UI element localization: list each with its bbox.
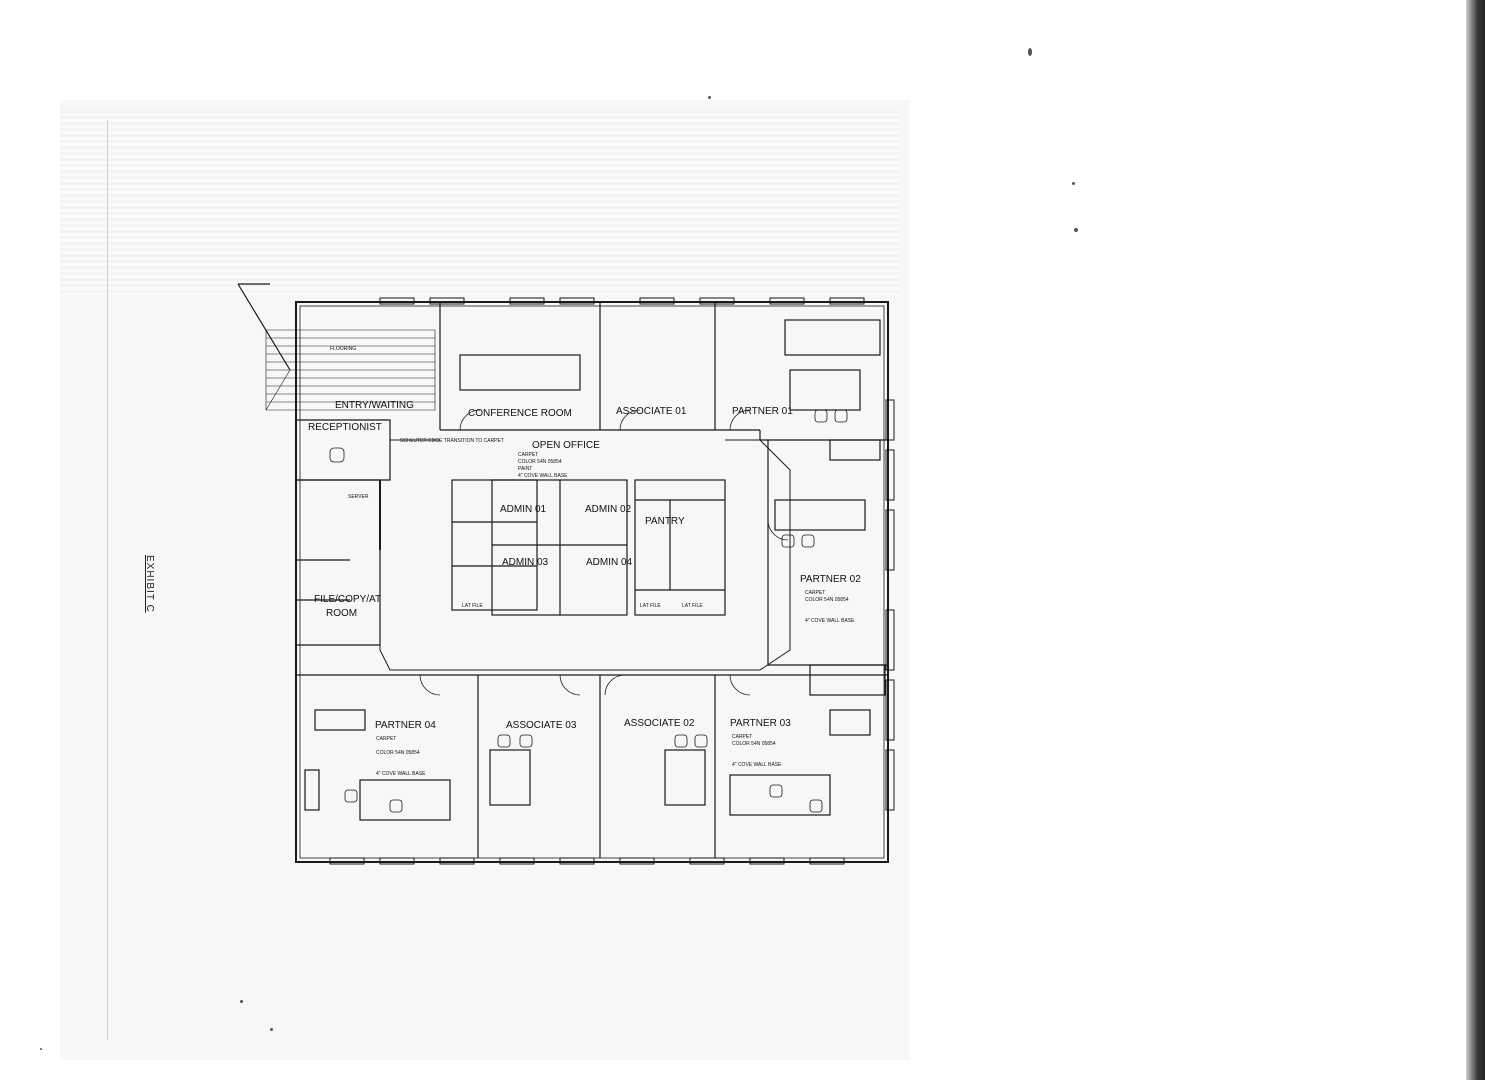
room-label-entry: ENTRY/WAITING [335, 400, 414, 411]
note-color-partner03: COLOR 54N 05854 [732, 741, 776, 747]
desk-partner02 [774, 499, 866, 531]
note-color-partner04: COLOR 54N 05854 [376, 750, 420, 756]
exterior-wall [295, 301, 889, 863]
note-base-partner02: 4" COVE WALL BASE [805, 618, 855, 624]
file-room-shelves [296, 559, 350, 601]
room-label-partner01: PARTNER 01 [732, 406, 793, 417]
chairs [329, 409, 848, 813]
note-color: COLOR 54N 05854 [518, 459, 562, 465]
note-lat-file: LAT FILE [640, 603, 661, 609]
note-base: 4" COVE WALL BASE [518, 473, 568, 479]
room-label-partner02: PARTNER 02 [800, 574, 861, 585]
scan-speck [1028, 48, 1032, 56]
desk-associate03 [489, 749, 531, 806]
note-carpet-partner03: CARPET [732, 734, 752, 740]
room-label-conference: CONFERENCE ROOM [468, 408, 572, 419]
entry-floor-hatch [265, 329, 436, 411]
note-transition: SCHLUTER EDGE TRANSITION TO CARPET [400, 438, 504, 444]
note-carpet-partner02: CARPET [805, 590, 825, 596]
note-base-partner03: 4" COVE WALL BASE [732, 762, 782, 768]
room-label-admin04: ADMIN 04 [586, 557, 633, 568]
pantry-block [634, 479, 726, 616]
room-label-admin03: ADMIN 03 [502, 557, 549, 568]
room-label-admin01: ADMIN 01 [500, 504, 547, 515]
page-fold-line [107, 120, 108, 1040]
desk-partner01 [789, 369, 861, 411]
scan-speck [1074, 228, 1078, 232]
note-flooring: FLOORING [330, 346, 356, 352]
door-swings [419, 409, 789, 696]
room-label-partner03: PARTNER 03 [730, 718, 791, 729]
room-label-server: SERVER [348, 494, 369, 500]
open-office-outline [379, 439, 791, 671]
desk-partner04 [359, 779, 451, 821]
room-label-reception: RECEPTIONIST [308, 422, 382, 433]
scan-speck [1072, 182, 1075, 185]
note-paint: PAINT [518, 466, 532, 472]
scan-speck [240, 1000, 243, 1003]
wall-partner01-bottom [759, 430, 888, 441]
wall-partner02 [767, 440, 888, 666]
scan-speck [270, 1028, 273, 1031]
scan-speck [708, 96, 711, 99]
exhibit-label: EXHIBIT C [144, 555, 155, 613]
room-label-open-office: OPEN OFFICE [532, 440, 600, 451]
room-label-associate01: ASSOCIATE 01 [616, 406, 687, 417]
desk-associate02 [664, 749, 706, 806]
room-label-admin02: ADMIN 02 [585, 504, 632, 515]
top-windows [379, 297, 865, 305]
room-label-partner04: PARTNER 04 [375, 720, 436, 731]
note-carpet: CARPET [518, 452, 538, 458]
room-label-file-room-2: ROOM [326, 608, 357, 619]
conference-table [459, 354, 581, 391]
note-carpet-partner04: CARPET [376, 736, 396, 742]
room-label-associate02: ASSOCIATE 02 [624, 718, 695, 729]
room-label-file-room: FILE/COPY/AT [314, 594, 381, 605]
note-base-partner04: 4" COVE WALL BASE [376, 771, 426, 777]
note-lat-file: LAT FILE [682, 603, 703, 609]
scanner-edge-shadow [1466, 0, 1485, 1080]
room-label-associate03: ASSOCIATE 03 [506, 720, 577, 731]
scan-bleed-through [60, 110, 900, 295]
floor-plan: ENTRY/WAITING RECEPTIONIST CONFERENCE RO… [237, 283, 895, 865]
room-label-pantry: PANTRY [645, 516, 685, 527]
bottom-windows [329, 857, 845, 865]
note-color-partner02: COLOR 54N 05854 [805, 597, 849, 603]
wall-file-room [296, 479, 381, 646]
right-windows [885, 399, 895, 811]
note-lat-file: LAT FILE [462, 603, 483, 609]
scan-speck [40, 1048, 42, 1050]
desk-partner03 [729, 774, 831, 816]
